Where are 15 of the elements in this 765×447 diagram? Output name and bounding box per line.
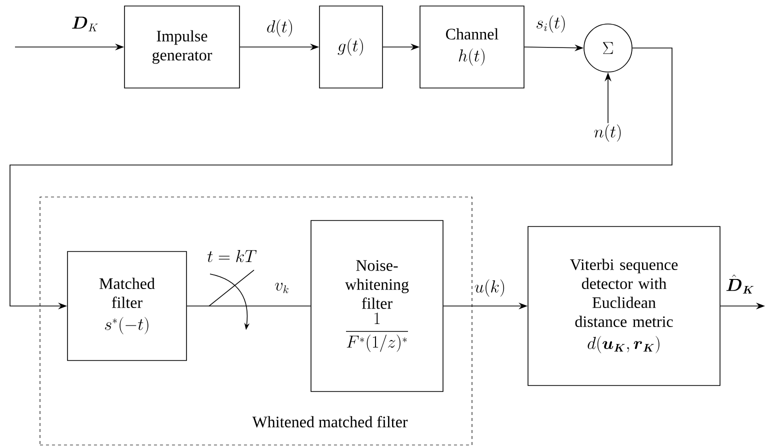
edge-label: $u(k)$	[473, 278, 507, 298]
edge-label: $d(t)$	[265, 18, 295, 38]
edge-label: $\boldsymbol{D}_K$	[70, 16, 100, 32]
process-box: Channel $h(t)$	[420, 6, 524, 88]
edge-label: $\hat{\boldsymbol{D}}_{\boldsymbol{K}}$	[724, 274, 756, 294]
process-box: Viterbi sequence detector with Euclidean distance metric $d(\boldsymbol{u}_{\boldsymbol{K}}, \boldsymbol{r}_{\boldsymbol{K}})$	[528, 226, 720, 386]
process-box: Matched filter $s^{*}(-t)$	[67, 251, 187, 361]
summing-junction: $\Sigma$	[584, 24, 632, 72]
signal-text: $n(t)$	[594, 124, 621, 142]
edge-label: $v_k$	[274, 282, 290, 294]
process-box: Impulse generator	[124, 6, 240, 88]
edge-label: $s_i(t)$	[534, 14, 568, 34]
switch-label: $t = kT$	[206, 249, 258, 263]
process-box: $g(t)$	[319, 6, 383, 88]
process-box: Noise-whitening filter $\frac{1}{F^{*}(1/z)^{*}}$	[310, 220, 444, 392]
